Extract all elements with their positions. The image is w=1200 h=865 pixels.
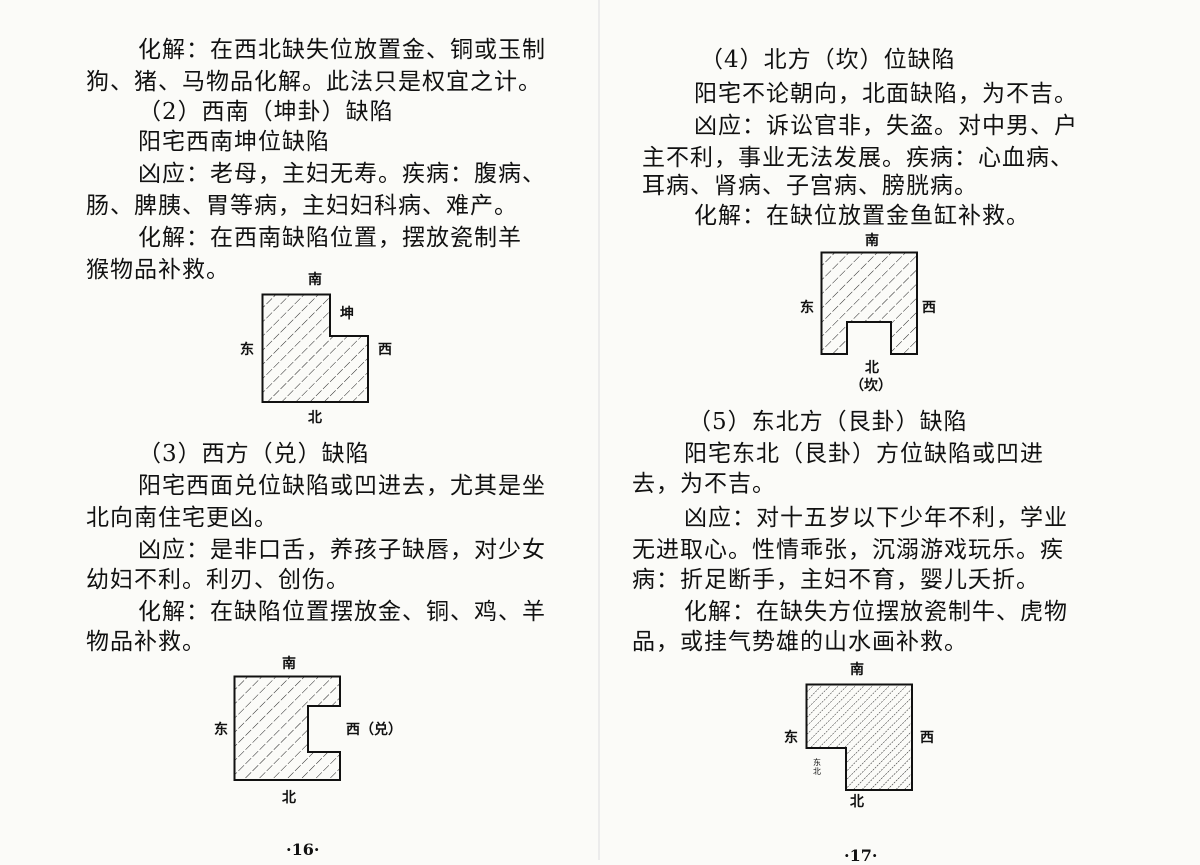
text-line: 凶应：对十五岁以下少年不利，学业 bbox=[684, 505, 1068, 531]
left-page: 化解：在西北缺失位放置金、铜或玉制 狗、猪、马物品化解。此法只是权宜之计。 （2… bbox=[0, 0, 600, 860]
text-line: 阳宅西南坤位缺陷 bbox=[138, 129, 330, 155]
diagram-label-east: 东 bbox=[214, 722, 228, 738]
page-number: ·17· bbox=[844, 846, 878, 865]
text-line: 无进取心。性情乖张，沉溺游戏玩乐。疾 bbox=[632, 537, 1064, 563]
diagram-label-kan: （坎） bbox=[850, 378, 892, 394]
diagram-label-south: 南 bbox=[282, 656, 296, 672]
diagram-label-west: 西 bbox=[378, 342, 392, 358]
section-heading: （2）西南（坤卦）缺陷 bbox=[138, 99, 394, 125]
diagram-label-east: 东 bbox=[240, 342, 254, 358]
text-line: 病：折足断手，主妇不育，婴儿夭折。 bbox=[632, 567, 1040, 593]
text-line: 阳宅东北（艮卦）方位缺陷或凹进 bbox=[684, 441, 1044, 467]
text-line: 凶应：是非口舌，养孩子缺唇，对少女 bbox=[138, 537, 546, 563]
diagram-label-west-dui: 西（兑） bbox=[346, 722, 402, 738]
text-line: 凶应：老母，主妇无寿。疾病：腹病、 bbox=[138, 161, 546, 187]
text-line: 耳病、肾病、子宫病、膀胱病。 bbox=[642, 173, 978, 199]
text-line: 阳宅不论朝向，北面缺陷，为不吉。 bbox=[694, 81, 1078, 107]
text-line: 猴物品补救。 bbox=[86, 257, 230, 283]
right-page: （4）北方（坎）位缺陷 阳宅不论朝向，北面缺陷，为不吉。 凶应：诉讼官非，失盗。… bbox=[600, 0, 1200, 865]
diagram-label-west: 西 bbox=[922, 300, 936, 316]
text-line: 北向南住宅更凶。 bbox=[86, 505, 278, 531]
section-heading: （4）北方（坎）位缺陷 bbox=[700, 47, 956, 73]
text-line: 化解：在缺位放置金鱼缸补救。 bbox=[694, 203, 1030, 229]
page-gutter bbox=[598, 0, 600, 860]
text-line: 化解：在缺陷位置摆放金、铜、鸡、羊 bbox=[138, 599, 546, 625]
text-line: 化解：在缺失方位摆放瓷制牛、虎物 bbox=[684, 599, 1068, 625]
floorplan-north-missing-diagram bbox=[820, 251, 918, 355]
diagram-label-kun: 坤 bbox=[340, 306, 354, 322]
diagram-label-south: 南 bbox=[865, 233, 879, 249]
floorplan-west-missing-diagram bbox=[233, 675, 341, 781]
text-line: 物品补救。 bbox=[86, 629, 206, 655]
diagram-label-east: 东 bbox=[800, 300, 814, 316]
diagram-label-west: 西 bbox=[920, 730, 934, 746]
text-line: 凶应：诉讼官非，失盗。对中男、户 bbox=[694, 113, 1078, 139]
page-number: ·16· bbox=[286, 840, 320, 859]
section-heading: （5）东北方（艮卦）缺陷 bbox=[688, 409, 968, 435]
diagram-label-south: 南 bbox=[308, 272, 322, 288]
text-line: 肠、脾胰、胃等病，主妇妇科病、难产。 bbox=[86, 193, 518, 219]
floorplan-southwest-missing-diagram bbox=[261, 293, 369, 403]
text-line: 狗、猪、马物品化解。此法只是权宜之计。 bbox=[86, 69, 542, 95]
diagram-label-east: 东 bbox=[784, 730, 798, 746]
diagram-label-south: 南 bbox=[850, 662, 864, 678]
diagram-label-north: 北 bbox=[850, 794, 864, 810]
diagram-label-north: 北 bbox=[282, 790, 296, 806]
floorplan-northeast-missing-diagram bbox=[805, 683, 913, 791]
text-line: 主不利，事业无法发展。疾病：心血病、 bbox=[642, 145, 1074, 171]
section-heading: （3）西方（兑）缺陷 bbox=[138, 441, 370, 467]
diagram-label-northeast: 东北 bbox=[813, 758, 821, 776]
text-line: 品，或挂气势雄的山水画补救。 bbox=[632, 629, 968, 655]
text-line: 去，为不吉。 bbox=[632, 471, 776, 497]
text-line: 幼妇不利。利刃、创伤。 bbox=[86, 567, 350, 593]
text-line: 化解：在西南缺陷位置，摆放瓷制羊 bbox=[138, 225, 522, 251]
text-line: 阳宅西面兑位缺陷或凹进去，尤其是坐 bbox=[138, 473, 546, 499]
text-line: 化解：在西北缺失位放置金、铜或玉制 bbox=[138, 37, 546, 63]
diagram-label-north: 北 bbox=[308, 410, 322, 426]
diagram-label-north: 北 bbox=[865, 360, 879, 376]
